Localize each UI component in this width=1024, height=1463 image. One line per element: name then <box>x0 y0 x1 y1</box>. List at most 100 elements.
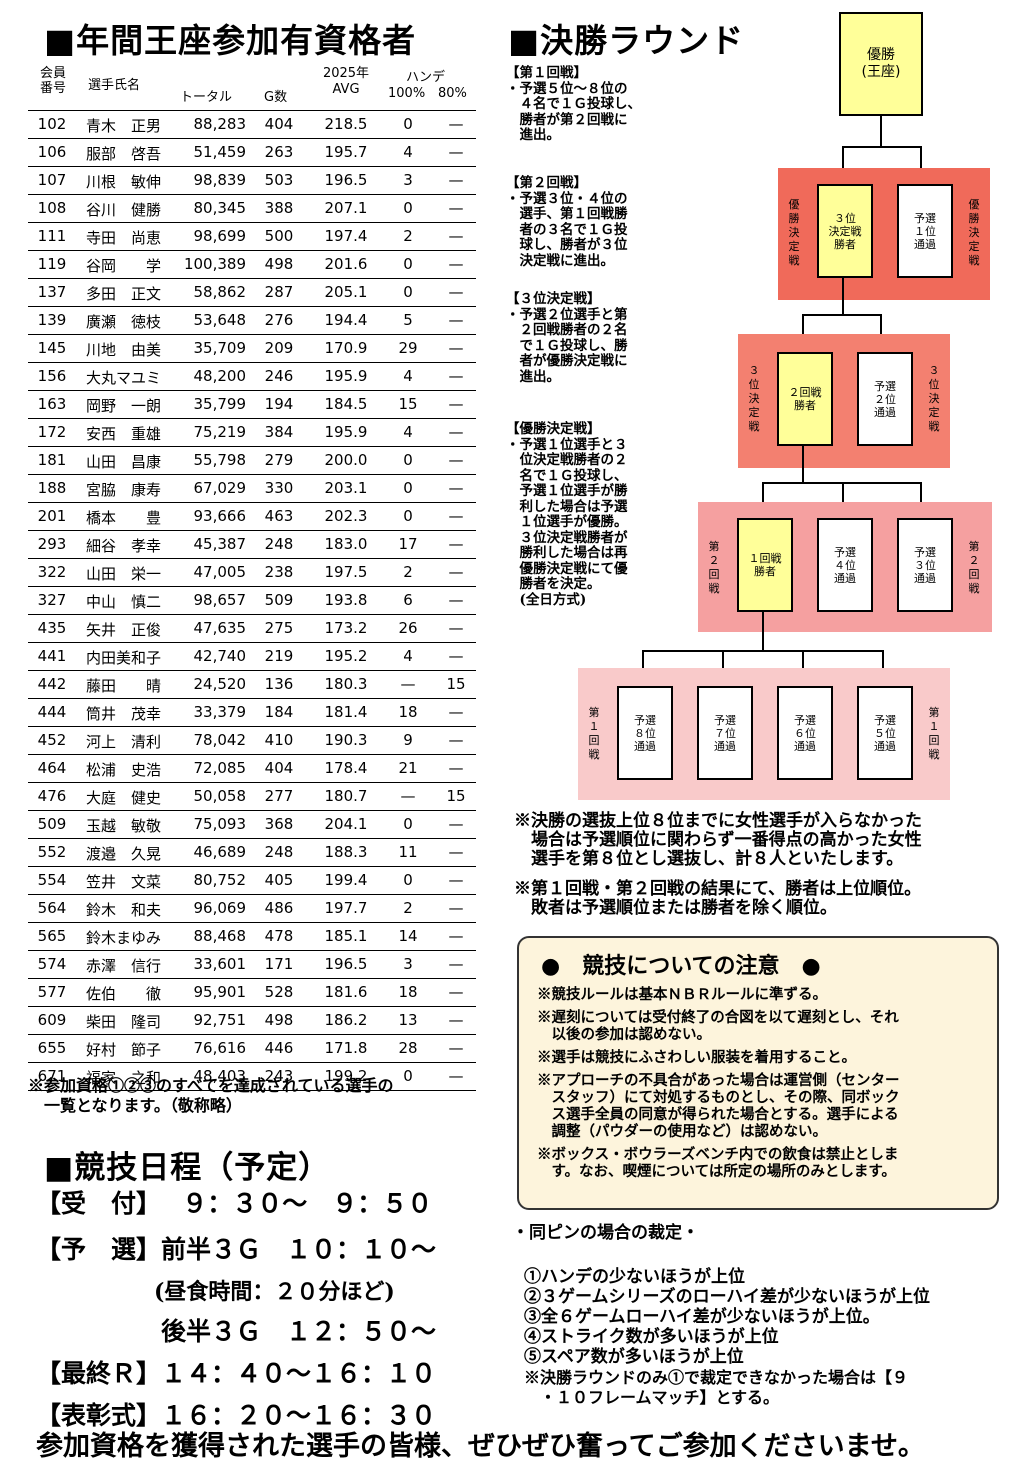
handicap-80: — <box>448 339 464 357</box>
header-avg: 2025年 AVG <box>322 66 370 97</box>
member-id: 476 <box>37 787 67 805</box>
bracket-line <box>842 146 844 186</box>
second-round-slot: 予選 ３位 通過 <box>897 518 953 612</box>
handicap-100: 4 <box>403 143 413 161</box>
average: 218.5 <box>324 115 368 133</box>
games: 243 <box>264 1067 294 1085</box>
player-name: 谷岡 学 <box>86 257 162 275</box>
player-name: 内田美和子 <box>86 649 162 667</box>
total-pins: 45,387 <box>193 535 247 553</box>
average: 195.9 <box>324 423 368 441</box>
member-id: 322 <box>37 563 67 581</box>
schedule-line: 【受 付】 ９：３０〜 ９：５０ <box>36 1189 433 1218</box>
handicap-80: — <box>448 311 464 329</box>
total-pins: 75,093 <box>193 815 247 833</box>
roster-title: ■年間王座参加有資格者 <box>44 21 417 60</box>
handicap-100: 0 <box>403 451 413 469</box>
games: 184 <box>264 703 294 721</box>
player-name: 服部 啓吾 <box>86 145 162 163</box>
handicap-100: 3 <box>403 955 413 973</box>
bracket-line <box>802 314 804 352</box>
header-h80: 80% <box>438 86 467 101</box>
handicap-100: 13 <box>398 1011 418 1029</box>
games: 404 <box>264 115 294 133</box>
handicap-80: — <box>448 703 464 721</box>
notice-box: ● 競技についての注意 ● ※競技ルールは基本ＮＢＲルールに準ずる。※遅刻につい… <box>517 936 999 1210</box>
first-round-slot: 予選 ５位 通過 <box>857 686 913 780</box>
player-name: 福家 之和 <box>86 1069 162 1087</box>
player-name: 河上 清利 <box>86 733 162 751</box>
schedule-title: ■競技日程（予定） <box>44 1150 331 1186</box>
player-name: 安西 重雄 <box>86 425 162 443</box>
handicap-80: — <box>448 1039 464 1057</box>
games: 384 <box>264 423 294 441</box>
final-title: ■決勝ラウンド <box>508 21 745 60</box>
final-round-label: 優 勝 決 定 戦 <box>968 198 980 267</box>
header-total: トータル <box>180 90 233 105</box>
handicap-80: — <box>448 871 464 889</box>
games: 248 <box>264 843 294 861</box>
handicap-80: — <box>448 563 464 581</box>
average: 181.6 <box>324 983 368 1001</box>
first-round-slot: 予選 ７位 通過 <box>697 686 753 780</box>
schedule-line: 【表彰式】１６：２０〜１６：３０ <box>36 1401 437 1430</box>
total-pins: 55,798 <box>193 451 247 469</box>
games: 486 <box>264 899 294 917</box>
player-name: 山田 栄一 <box>86 565 162 583</box>
table-header: 会員 番号 選手氏名 トータル G数 2025年 AVG ハンデ 100% 80… <box>28 66 476 110</box>
first-round-slot: 予選 ８位 通過 <box>617 686 673 780</box>
total-pins: 95,901 <box>193 983 247 1001</box>
handicap-100: 2 <box>403 227 413 245</box>
total-pins: 50,058 <box>193 787 247 805</box>
handicap-100: 28 <box>398 1039 418 1057</box>
total-pins: 93,666 <box>193 507 247 525</box>
bracket-line <box>842 278 844 314</box>
member-id: 444 <box>37 703 67 721</box>
games: 368 <box>264 815 294 833</box>
round-rule-heading: 【優勝決定戦】 <box>506 421 601 437</box>
average: 193.8 <box>324 591 368 609</box>
second-round-slot: 予選 ４位 通過 <box>817 518 873 612</box>
member-id: 577 <box>37 983 67 1001</box>
total-pins: 48,200 <box>193 367 247 385</box>
handicap-80: 15 <box>446 787 466 805</box>
total-pins: 35,799 <box>193 395 247 413</box>
member-id: 435 <box>37 619 67 637</box>
handicap-80: 15 <box>446 675 466 693</box>
handicap-100: 0 <box>403 507 413 525</box>
handicap-100: 5 <box>403 311 413 329</box>
final-slot: ３位 決定戦 勝者 <box>817 184 873 278</box>
games: 171 <box>264 955 294 973</box>
player-name: 赤澤 信行 <box>86 957 162 975</box>
notice-item: ※アプローチの不具合があった場合は運営側（センター スタッフ）にて対処するものと… <box>537 1072 900 1140</box>
total-pins: 80,345 <box>193 199 247 217</box>
total-pins: 67,029 <box>193 479 247 497</box>
handicap-100: 0 <box>403 815 413 833</box>
total-pins: 33,379 <box>193 703 247 721</box>
first-round-label: 第 １ 回 戦 <box>928 706 940 761</box>
player-name: 大庭 健史 <box>86 789 162 807</box>
total-pins: 24,520 <box>193 675 247 693</box>
handicap-80: — <box>448 171 464 189</box>
round-rule-heading: 【第２回戦】 <box>506 175 587 191</box>
handicap-80: — <box>448 423 464 441</box>
average: 201.6 <box>324 255 368 273</box>
total-pins: 51,459 <box>193 143 247 161</box>
bracket-line <box>880 114 882 146</box>
handicap-100: 9 <box>403 731 413 749</box>
member-id: 163 <box>37 395 67 413</box>
average: 184.5 <box>324 395 368 413</box>
second-round-label: 第 ２ 回 戦 <box>968 540 980 595</box>
round-rule: 【優勝決定戦】・予選１位選手と３ 位決定戦勝者の２ 名で１Ｇ投球し、 予選１位選… <box>506 421 628 608</box>
